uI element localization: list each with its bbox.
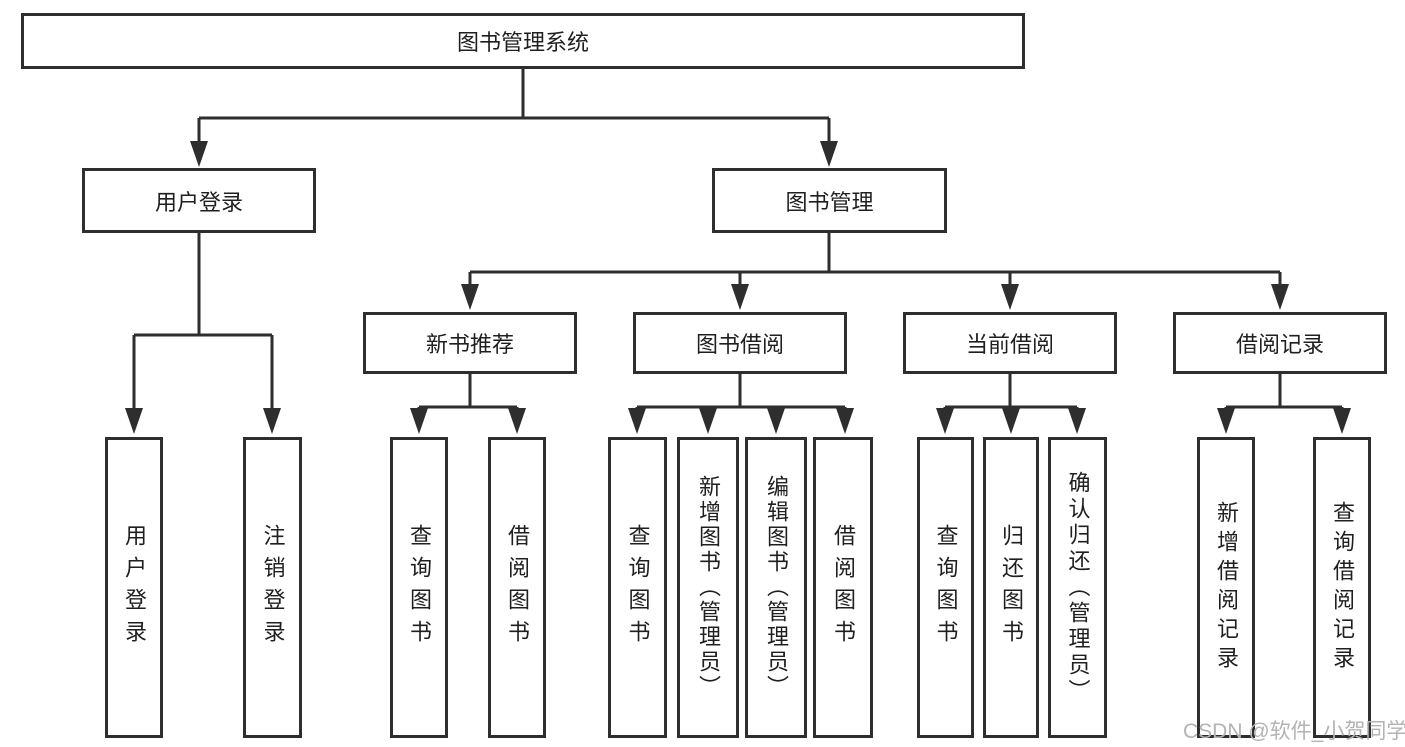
node-leaf-query-books-2-label: 查询图书 [625, 523, 651, 652]
node-current-borrow-label: 当前借阅 [965, 332, 1054, 357]
node-new-book-recommend-label: 新书推荐 [425, 332, 514, 357]
node-new-book-recommend: 新书推荐 [363, 312, 577, 374]
node-leaf-user-login-label: 用户登录 [122, 523, 147, 652]
node-leaf-return-book: 归还图书 [983, 437, 1039, 738]
node-leaf-edit-book-admin-label: 编辑图书（管理员） [764, 475, 789, 700]
node-leaf-query-books-1: 查询图书 [390, 437, 448, 738]
node-leaf-user-login: 用户登录 [105, 437, 163, 738]
node-leaf-borrow-books-2-label: 借阅图书 [831, 523, 856, 652]
node-book-borrow-label: 图书借阅 [695, 332, 784, 357]
node-leaf-add-borrow-record: 新增借阅记录 [1197, 437, 1255, 738]
node-leaf-borrow-books-1-label: 借阅图书 [505, 523, 530, 652]
node-root: 图书管理系统 [21, 13, 1025, 69]
node-leaf-edit-book-admin: 编辑图书（管理员） [745, 437, 807, 738]
node-borrow-records-label: 借阅记录 [1235, 332, 1324, 357]
node-leaf-query-books-2: 查询图书 [608, 437, 667, 738]
node-root-label: 图书管理系统 [456, 30, 589, 55]
node-leaf-query-books-3: 查询图书 [917, 437, 974, 738]
arrowheads [125, 141, 1351, 434]
node-leaf-logout: 注销登录 [243, 437, 302, 738]
node-leaf-query-books-1-label: 查询图书 [407, 523, 432, 652]
node-leaf-query-borrow-record: 查询借阅记录 [1313, 437, 1371, 738]
node-leaf-confirm-return-admin-label: 确认归还（管理员） [1065, 470, 1091, 705]
node-user-login-branch-label: 用户登录 [154, 189, 243, 215]
node-leaf-add-book-admin: 新增图书（管理员） [677, 437, 739, 738]
node-book-management: 图书管理 [712, 168, 947, 233]
node-user-login-branch: 用户登录 [82, 168, 316, 233]
node-leaf-query-books-3-label: 查询图书 [933, 523, 959, 652]
node-leaf-query-borrow-record-label: 查询借阅记录 [1330, 500, 1355, 675]
node-leaf-add-borrow-record-label: 新增借阅记录 [1214, 500, 1239, 675]
node-leaf-logout-label: 注销登录 [260, 523, 286, 652]
node-leaf-confirm-return-admin: 确认归还（管理员） [1048, 437, 1107, 738]
csdn-watermark: CSDN @软件_小贺同学 [1183, 720, 1405, 743]
node-leaf-borrow-books-2: 借阅图书 [813, 437, 873, 738]
node-book-management-label: 图书管理 [785, 189, 874, 215]
node-leaf-borrow-books-1: 借阅图书 [488, 437, 546, 738]
node-leaf-add-book-admin-label: 新增图书（管理员） [696, 475, 721, 700]
node-book-borrow: 图书借阅 [633, 312, 847, 374]
node-borrow-records: 借阅记录 [1173, 312, 1387, 374]
node-leaf-return-book-label: 归还图书 [999, 523, 1024, 652]
node-current-borrow: 当前借阅 [903, 312, 1117, 374]
